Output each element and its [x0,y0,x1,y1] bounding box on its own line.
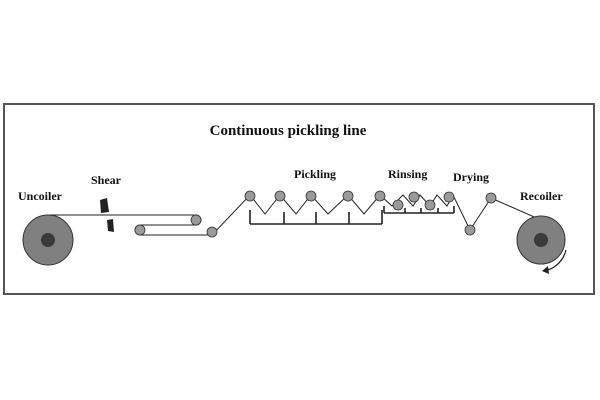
label-drying: Drying [453,170,489,184]
rinsing-rollers [392,191,455,211]
diagram-frame [3,103,595,295]
rinsing-tank [383,206,455,214]
label-shear: Shear [91,173,122,187]
label-uncoiler: Uncoiler [18,189,63,203]
drying-rollers [464,192,497,236]
looper-rollers [134,214,218,238]
pickling-tank [249,210,383,225]
label-pickling: Pickling [294,167,336,181]
diagram-title: Continuous pickling line [210,123,367,139]
label-rinsing: Rinsing [388,167,427,181]
label-recoiler: Recoiler [520,189,563,203]
recoiler [516,215,566,265]
uncoiler [22,214,74,266]
shear-blades-icon [100,198,114,232]
pickling-rollers [244,190,386,202]
curved-arrow-icon [542,249,567,274]
